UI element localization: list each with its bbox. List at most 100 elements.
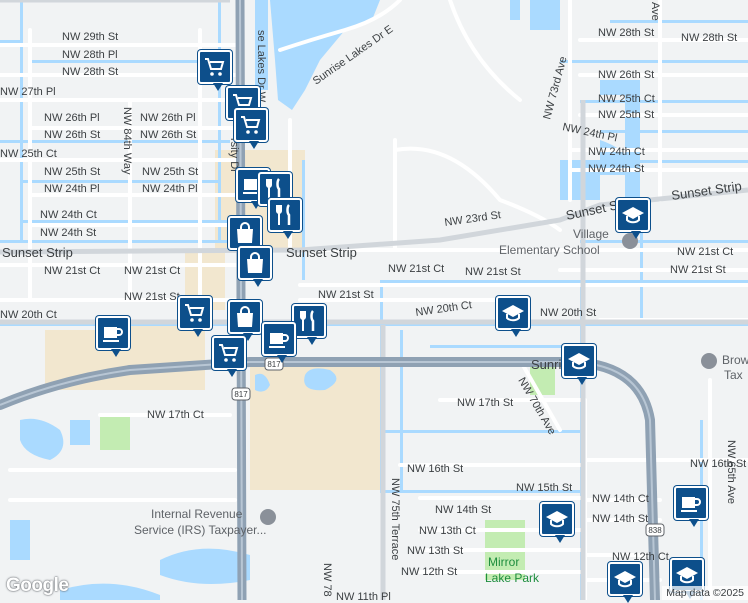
school-marker[interactable]: [608, 562, 642, 603]
street-label: NW 21st Ct: [124, 265, 180, 277]
street-label: NW 24th St: [588, 163, 644, 175]
street-label: NW 25th St: [598, 109, 654, 121]
cart-icon: [219, 344, 239, 362]
street-label: NW 26th Pl: [140, 112, 196, 124]
street-label: NW 20th Ct: [0, 309, 57, 321]
school-marker[interactable]: [616, 198, 650, 239]
cart-icon: [205, 58, 225, 76]
street-label: NW 11th Pl: [336, 591, 391, 600]
shopping-marker[interactable]: [228, 300, 262, 341]
street-label: NW 26th St: [44, 129, 100, 141]
street-label: NW 20th St: [540, 307, 596, 319]
street-label: NW 24th St: [40, 227, 96, 239]
svg-text:838: 838: [648, 526, 662, 535]
grocery-marker[interactable]: [234, 108, 268, 149]
restaurant-marker[interactable]: [268, 198, 302, 239]
poi-label: Tax: [724, 368, 743, 382]
street-label: NW 21st St: [124, 291, 180, 303]
cafe-marker[interactable]: [674, 486, 708, 527]
svg-text:817: 817: [267, 360, 281, 369]
poi-pins: [260, 233, 717, 525]
utensils-icon: [276, 204, 291, 225]
cup-icon: [681, 497, 701, 512]
street-label: NW 25th St: [44, 166, 100, 178]
street-label: NW 26th St: [140, 129, 196, 141]
street-label: NW 24th Pl: [44, 183, 100, 195]
poi-label: Service (IRS) Taxpayer...: [134, 523, 267, 537]
poi-label: Brow: [722, 353, 748, 367]
street-label: NW 84th Way: [121, 107, 133, 175]
utensils-icon: [300, 310, 315, 331]
graduation-cap-icon: [676, 567, 698, 584]
restaurant-marker[interactable]: [292, 304, 326, 345]
map-attribution[interactable]: Map data ©2025: [662, 586, 748, 600]
street-label: NW 28th St: [681, 32, 737, 44]
street-label: NW 12th Ct: [612, 551, 669, 563]
graduation-cap-icon: [502, 305, 524, 322]
utensils-icon: [266, 178, 281, 199]
school-marker[interactable]: [496, 296, 530, 337]
poi-label: Lake Park: [485, 571, 540, 585]
street-label: Ave: [649, 2, 661, 21]
street-label: NW 28th St: [62, 66, 118, 78]
street-label: NW 14th St: [592, 513, 648, 525]
route-shield-817-b: 817: [231, 387, 251, 401]
street-label: NW 25th St: [142, 166, 198, 178]
grocery-marker[interactable]: [212, 336, 246, 377]
street-label: NW 27th Pl: [0, 86, 56, 98]
street-label: NW 25th Ct: [598, 93, 655, 105]
poi-label: Internal Revenue: [151, 507, 243, 521]
poi-labels: Village Elementary School Internal Reven…: [134, 227, 748, 585]
grocery-marker[interactable]: [178, 296, 212, 337]
street-label: NW 75th Terrace: [389, 478, 401, 560]
google-logo: Google: [6, 575, 69, 596]
street-label: NW 15th St: [516, 482, 572, 494]
cafe-marker[interactable]: [96, 316, 130, 357]
street-label: NW 78: [321, 563, 333, 597]
street-label: se Lakes Dr W: [255, 30, 267, 103]
street-label: NW 21st Ct: [44, 265, 100, 277]
cart-icon: [185, 304, 205, 322]
street-label: NW 16th St: [690, 458, 746, 470]
street-label: NW 24th Ct: [588, 146, 645, 158]
street-label: NW 21st St: [318, 289, 374, 301]
svg-text:817: 817: [234, 390, 248, 399]
street-label: NW 14th Ct: [592, 493, 649, 505]
cart-icon: [241, 116, 261, 134]
street-label: NW 29th St: [62, 31, 118, 43]
street-label: NW 21st St: [465, 266, 521, 278]
street-label: NW 28th Pl: [62, 49, 118, 61]
route-shield-838-a: 838: [645, 523, 665, 537]
shopping-marker[interactable]: [238, 246, 272, 287]
street-label: NW 13th Ct: [419, 525, 476, 537]
graduation-cap-icon: [622, 207, 644, 224]
street-label: rsity Dr: [228, 138, 240, 173]
street-label: NW 24th Pl: [142, 183, 198, 195]
street-label: NW 21st Ct: [677, 246, 733, 258]
street-label: NW 17th St: [457, 397, 513, 409]
street-label: NW 25th Ct: [0, 148, 57, 160]
street-label: NW 12th St: [401, 566, 457, 578]
street-label: NW 17th Ct: [147, 409, 204, 421]
street-label: Sunri: [531, 357, 561, 372]
grocery-marker[interactable]: [198, 50, 232, 91]
school-marker[interactable]: [540, 502, 574, 543]
street-label: NW 13th St: [407, 545, 463, 557]
street-label: NW 16th St: [407, 463, 463, 475]
graduation-cap-icon: [614, 571, 636, 588]
street-label: NW 14th St: [435, 504, 491, 516]
poi-label: Elementary School: [499, 243, 600, 257]
street-label: NW 28th St: [598, 27, 654, 39]
poi-label: Mirror: [488, 555, 519, 569]
cafe-marker[interactable]: [262, 322, 296, 363]
street-label: NW 21st Ct: [388, 263, 444, 275]
street-label: NW 21st St: [670, 264, 726, 276]
school-marker[interactable]: [562, 344, 596, 385]
street-label: Sunset Strip: [2, 245, 73, 260]
bag-icon: [247, 252, 263, 273]
graduation-cap-icon: [568, 353, 590, 370]
street-label: NW 65th Ave: [725, 440, 737, 504]
shopping-marker[interactable]: [228, 216, 262, 257]
